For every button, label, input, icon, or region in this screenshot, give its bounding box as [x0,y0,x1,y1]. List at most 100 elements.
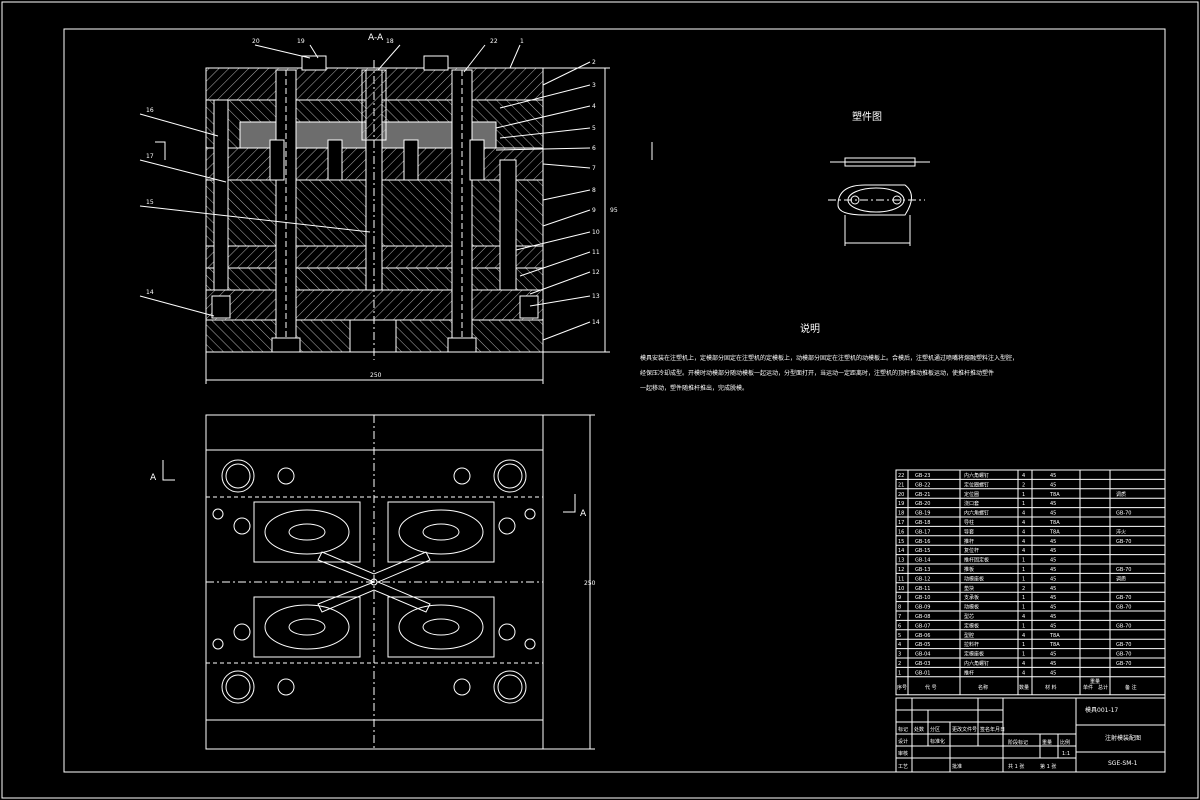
bom-code: GB-21 [915,492,930,498]
balloon-top-3: 18 [386,38,394,45]
bom-code: GB-13 [915,567,930,573]
bom-index: 7 [898,614,901,620]
bom-index: 18 [898,511,904,517]
title-designer-label: 设计 [898,738,908,745]
bom-index: 13 [898,558,904,564]
bom-index: 10 [898,586,904,592]
bom-index: 8 [898,605,901,611]
bom-material: 45 [1050,605,1056,611]
bom-name: 定位圈 [964,491,979,498]
bom-material: T8A [1049,492,1060,498]
bom-material: T8A [1049,520,1060,526]
bom-qty: 4 [1022,473,1025,479]
bom-qty: 1 [1022,501,1025,507]
bom-code: GB-06 [915,633,930,639]
bom-qty: 2 [1022,482,1025,488]
bom-index: 11 [898,576,904,582]
bom-name: 复位杆 [964,547,979,554]
bom-note: 调质 [1116,575,1126,582]
balloons-left: 16 17 15 14 [146,107,154,296]
balloon-left-15: 15 [146,199,154,206]
bom-material: 45 [1050,661,1056,667]
bom-index: 19 [898,501,904,507]
inner-frame [63,28,1166,773]
bom-qty: 1 [1022,567,1025,573]
title-sign-label: 签名 [980,726,990,733]
bom-name: 内六角螺钉 [964,660,989,667]
bom-index: 2 [898,661,901,667]
bom-code: GB-12 [915,576,930,582]
bom-qty: 1 [1022,605,1025,611]
bom-qty: 1 [1022,595,1025,601]
bom-index: 17 [898,520,904,526]
bom-qty: 1 [1022,576,1025,582]
bom-code: GB-08 [915,614,930,620]
bom-index: 14 [898,548,904,554]
title-approve-label: 批准 [952,763,962,770]
bom-code: GB-07 [915,623,930,629]
bom-qty: 4 [1022,670,1025,676]
bom-material: 45 [1050,670,1056,676]
bom-code: GB-17 [915,529,930,535]
balloons-top: 20 19 18 22 1 [252,38,524,45]
bom-name: 定模座板 [964,651,984,658]
balloon-right-10: 10 [592,229,600,236]
bom-code: GB-04 [915,652,930,658]
balloon-top-1: 20 [252,38,260,45]
bom-qty: 4 [1022,529,1025,535]
section-label: A-A [368,33,384,43]
title-name: 注射模装配图 [1105,734,1141,742]
bom-note: GB-70 [1116,539,1131,545]
balloon-left-17: 17 [146,153,154,160]
bom-code: GB-15 [915,548,930,554]
bom-material: 45 [1050,576,1056,582]
bom-qty: 1 [1022,652,1025,658]
bom-name: 动模座板 [964,575,984,582]
balloon-right-11: 11 [592,249,600,256]
bom-material: 45 [1050,511,1056,517]
bom-index: 1 [898,670,901,676]
notes-title: 说明 [800,322,820,335]
title-code: SGE-SM-1 [1108,760,1138,767]
section-view [139,44,653,384]
part-view [828,157,930,246]
bom-header: 备 注 [1125,684,1137,691]
bom-code: GB-03 [915,661,930,667]
notes-line-1: 模具安装在注塑机上，定模部分固定在注塑机的定模板上，动模部分固定在注塑机的动模板… [640,354,1018,362]
bom-name: 定位圈螺钉 [964,481,989,488]
bom-material: 45 [1050,548,1056,554]
bom-name: 型腔 [964,632,974,639]
bom-header: 数量 [1019,684,1029,691]
title-block [895,697,1166,773]
bom-index: 6 [898,623,901,629]
title-date-label: 年月日 [990,726,1005,733]
bom-qty: 4 [1022,520,1025,526]
balloon-right-5: 5 [592,125,596,132]
bom-qty: 4 [1022,614,1025,620]
bom-qty: 4 [1022,548,1025,554]
bom-qty: 4 [1022,539,1025,545]
bom-qty: 4 [1022,661,1025,667]
bom-qty: 4 [1022,511,1025,517]
title-drawing-no: 模具001-17 [1085,706,1118,714]
title-check-label: 审核 [898,750,908,757]
bom-header: 材 料 [1045,684,1057,691]
bom-index: 15 [898,539,904,545]
bom-name: 推板 [964,566,974,573]
balloon-right-13: 13 [592,293,600,300]
plan-view [162,414,595,750]
bom-code: GB-14 [915,558,930,564]
bom-header: 代 号 [925,684,937,691]
bom-name: 支承板 [964,594,979,601]
bom-note: 调质 [1116,491,1126,498]
bom-code: GB-20 [915,501,930,507]
bom-material: 45 [1050,614,1056,620]
title-scale: 1:1 [1062,751,1070,757]
bom-index: 22 [898,473,904,479]
bom-note: GB-70 [1116,567,1131,573]
bom-name: 型芯 [964,613,974,620]
bom-note: GB-70 [1116,661,1131,667]
